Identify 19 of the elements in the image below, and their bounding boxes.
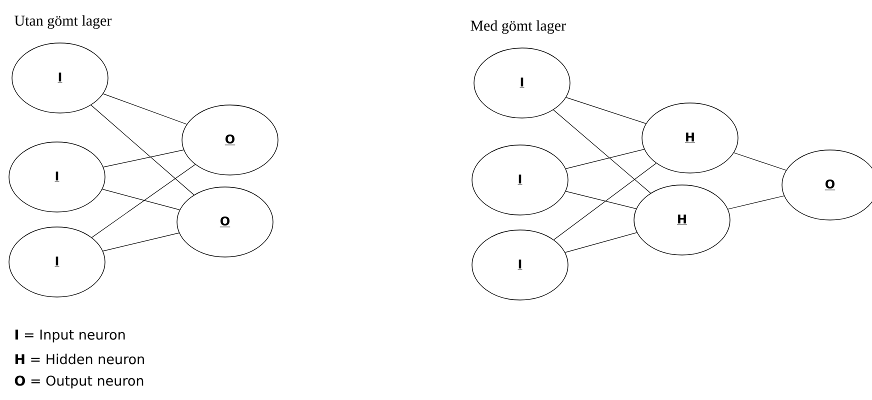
connection-line (728, 196, 784, 210)
connection-line (90, 104, 194, 196)
connection-line (102, 232, 180, 252)
connection-line (554, 162, 656, 240)
connection-line (553, 110, 651, 194)
legend-text: O = Output neuron (14, 376, 144, 388)
connection-line (566, 97, 646, 124)
legend-text: H = Hidden neuron (15, 354, 144, 364)
legend-text: I = Input neuron (15, 330, 125, 342)
connection-line (102, 93, 188, 125)
heading: Med gömt lager (470, 20, 566, 34)
connection-line (564, 232, 638, 253)
connection-line (734, 152, 786, 171)
connection-line (102, 188, 180, 210)
connection-line (566, 191, 636, 209)
connection-line (92, 164, 196, 238)
heading: Utan gömt lager (14, 15, 112, 29)
connection-line (103, 150, 184, 168)
connection-line (566, 149, 644, 169)
